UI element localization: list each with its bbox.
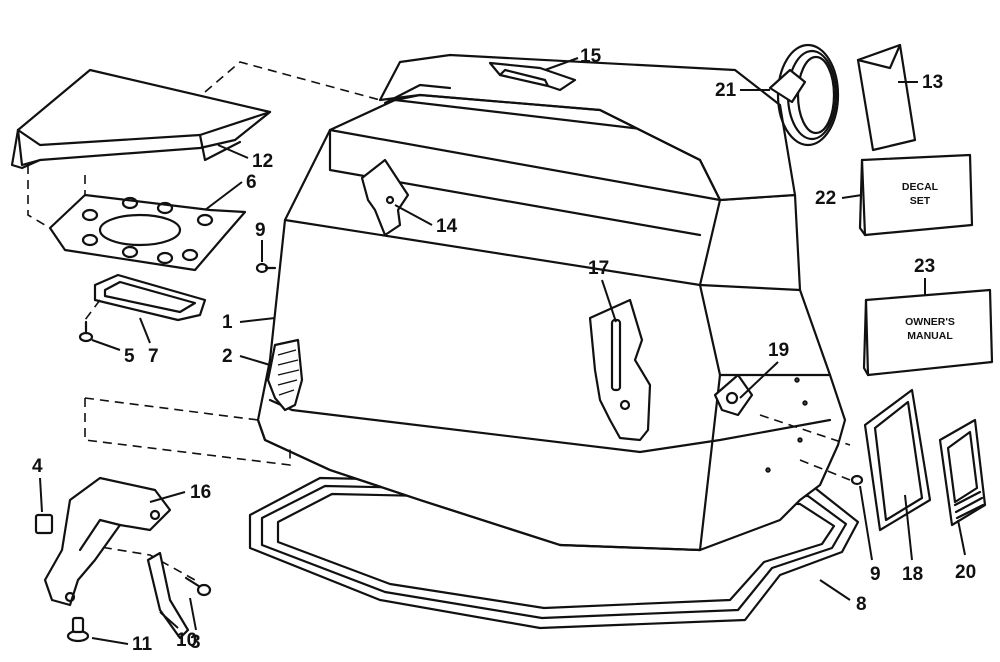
callout-11: 11 bbox=[132, 634, 153, 655]
clip-10 bbox=[146, 551, 190, 640]
decal-set-box: DECAL SET bbox=[858, 153, 974, 237]
callout-13: 13 bbox=[922, 72, 943, 93]
screw-9-right bbox=[850, 474, 864, 486]
callout-1: 1 bbox=[222, 312, 233, 333]
leader-lines bbox=[39, 57, 966, 645]
callout-10: 10 bbox=[176, 630, 197, 651]
bolt-3 bbox=[184, 576, 212, 597]
callout-19: 19 bbox=[768, 340, 789, 361]
envelope-13 bbox=[856, 43, 917, 152]
callout-2: 2 bbox=[222, 346, 233, 367]
gasket-6 bbox=[48, 193, 247, 272]
bracket-16 bbox=[43, 476, 172, 607]
cover-12 bbox=[10, 68, 272, 170]
callout-23: 23 bbox=[914, 256, 935, 277]
callout-9-left: 9 bbox=[255, 220, 266, 241]
callout-16: 16 bbox=[190, 482, 211, 503]
owners-manual-box: OWNER'S MANUAL bbox=[862, 288, 994, 377]
upper-cowl bbox=[378, 53, 797, 202]
callout-21: 21 bbox=[715, 80, 737, 101]
callout-5: 5 bbox=[124, 346, 135, 367]
plate-18 bbox=[863, 388, 932, 532]
callout-17: 17 bbox=[588, 258, 609, 279]
manual-line2: MANUAL bbox=[907, 330, 953, 342]
callout-22: 22 bbox=[815, 188, 836, 209]
callout-12: 12 bbox=[252, 151, 273, 172]
callout-6: 6 bbox=[246, 172, 257, 193]
cable-coil-21 bbox=[768, 43, 840, 147]
callout-7: 7 bbox=[148, 346, 159, 367]
decal-line2: SET bbox=[910, 195, 931, 207]
nut-4 bbox=[34, 513, 54, 535]
plug-19 bbox=[713, 373, 754, 417]
callout-9-right: 9 bbox=[870, 564, 881, 585]
decal-line1: DECAL bbox=[902, 181, 939, 193]
callout-20: 20 bbox=[955, 562, 976, 583]
assembly-lines bbox=[27, 61, 851, 581]
button-11 bbox=[66, 616, 90, 643]
callout-15: 15 bbox=[580, 46, 602, 67]
latch-bracket-top bbox=[360, 158, 410, 237]
callout-4: 4 bbox=[32, 456, 43, 477]
screw-5 bbox=[78, 320, 94, 343]
grommet-patch bbox=[266, 338, 304, 412]
label-20 bbox=[938, 418, 987, 527]
callout-18: 18 bbox=[902, 564, 923, 585]
screw-9-left bbox=[255, 262, 277, 274]
callout-14: 14 bbox=[436, 216, 458, 237]
manual-line1: OWNER'S bbox=[905, 316, 955, 328]
callout-3: 3 bbox=[190, 632, 201, 653]
seal-ring-7 bbox=[93, 273, 207, 322]
callout-8: 8 bbox=[856, 594, 867, 615]
callout-labels: 1 2 3 4 5 6 7 8 9 9 10 11 12 13 14 15 16… bbox=[32, 46, 976, 655]
latch-bracket-side bbox=[588, 298, 652, 442]
